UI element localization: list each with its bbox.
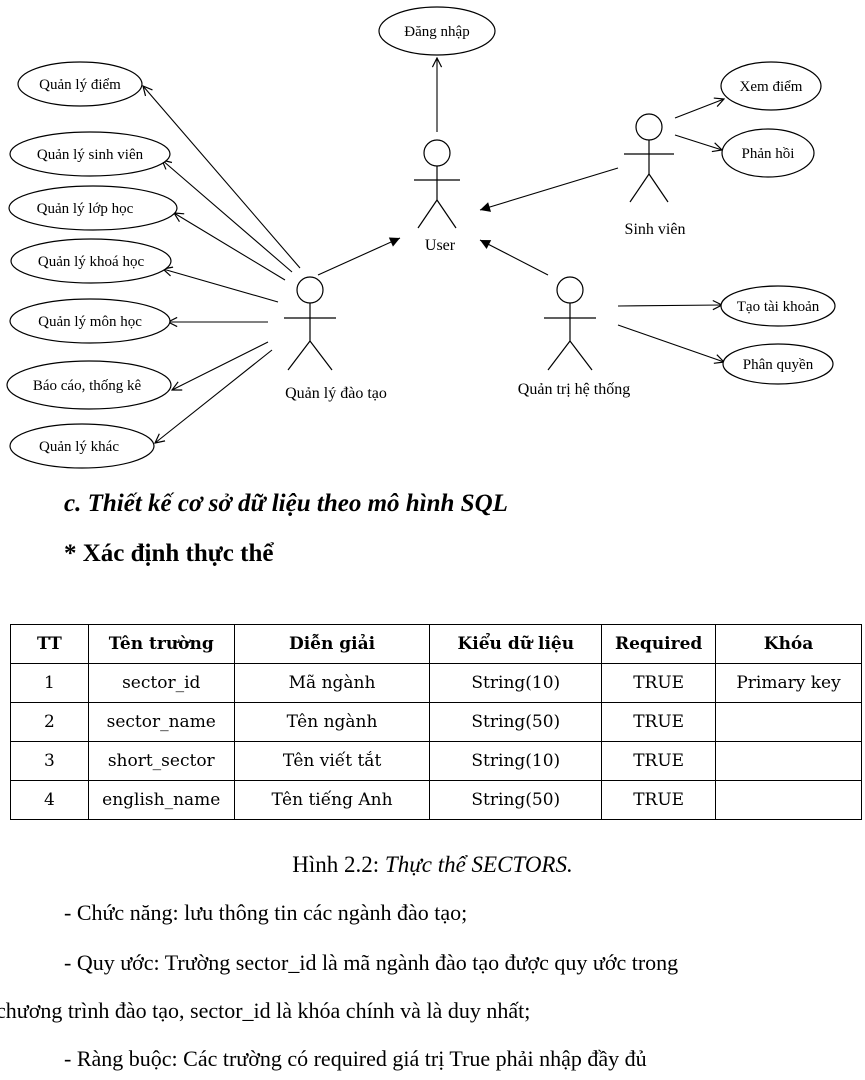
cell-description: Tên viết tắt <box>233 741 431 781</box>
link-manager-report <box>172 341 269 390</box>
usecase-grade-mgmt-label: Quản lý điểm <box>39 77 121 93</box>
table-row: 2 sector_name Tên ngành String(50) TRUE <box>10 702 862 742</box>
link-manager-course <box>163 269 279 303</box>
usecase-permissions-label: Phân quyền <box>743 357 814 373</box>
cell-key <box>715 702 862 742</box>
usecase-student-mgmt-label: Quản lý sinh viên <box>37 147 144 163</box>
section-heading: c. Thiết kế cơ sở dữ liệu theo mô hình S… <box>64 490 508 517</box>
usecase-create-account <box>720 285 836 327</box>
usecase-class-mgmt <box>8 185 178 231</box>
cell-key <box>715 780 862 820</box>
header-required: Required <box>601 624 717 664</box>
usecase-course-mgmt-label: Quản lý khoá học <box>38 254 145 270</box>
table-row: 4 english_name Tên tiếng Anh String(50) … <box>10 780 862 820</box>
usecase-other-mgmt-label: Quản lý khác <box>39 439 119 455</box>
cell-description: Mã ngành <box>233 663 431 703</box>
table-row: 3 short_sector Tên viết tắt String(10) T… <box>10 741 862 781</box>
figure-caption: Hình 2.2: Thực thể SECTORS. <box>0 852 865 878</box>
link-student-view <box>674 99 724 119</box>
paragraph-convention-line1: - Quy ước: Trường sector_id là mã ngành … <box>64 950 679 975</box>
usecase-subject-mgmt <box>9 298 171 344</box>
cell-required: TRUE <box>601 780 717 820</box>
link-manager-other <box>155 349 273 443</box>
actor-user-figure <box>414 139 460 229</box>
header-field-name: Tên trường <box>87 624 235 664</box>
cell-tt: 4 <box>10 780 89 820</box>
cell-tt: 3 <box>10 741 89 781</box>
cell-data-type: String(10) <box>429 663 603 703</box>
cell-description: Tên tiếng Anh <box>233 780 431 820</box>
header-tt: TT <box>10 624 89 664</box>
usecase-view-grades-label: Xem điểm <box>740 79 803 95</box>
cell-data-type: String(10) <box>429 741 603 781</box>
cell-tt: 2 <box>10 702 89 742</box>
cell-description: Tên ngành <box>233 702 431 742</box>
cell-key <box>715 741 862 781</box>
actor-student-figure <box>624 113 674 203</box>
link-manager-student <box>162 160 293 273</box>
link-admin-user <box>479 239 549 276</box>
cell-field-name: sector_name <box>87 702 235 742</box>
cell-key: Primary key <box>715 663 862 703</box>
usecase-course-mgmt <box>10 238 172 284</box>
header-description: Diễn giải <box>233 624 431 664</box>
usecase-login <box>378 6 496 56</box>
usecase-view-grades <box>720 61 822 111</box>
actor-user-label: User <box>425 237 456 254</box>
actor-system-admin-label: Quản trị hệ thống <box>518 381 630 398</box>
cell-required: TRUE <box>601 741 717 781</box>
caption-title: Thực thể SECTORS. <box>384 852 573 877</box>
header-key: Khóa <box>715 624 862 664</box>
entity-heading: * Xác định thực thể <box>64 540 274 567</box>
link-manager-grade <box>143 86 301 269</box>
cell-data-type: String(50) <box>429 780 603 820</box>
link-manager-user <box>317 237 401 276</box>
actor-training-manager-figure <box>284 276 336 371</box>
actor-system-admin-figure <box>544 276 596 371</box>
paragraph-function: - Chức năng: lưu thông tin các ngành đào… <box>64 900 468 925</box>
usecase-other-mgmt <box>9 423 155 469</box>
link-manager-class <box>174 213 286 281</box>
usecase-create-account-label: Tạo tài khoản <box>737 299 820 315</box>
actor-training-manager-label: Quản lý đào tạo <box>285 385 387 402</box>
actor-student-label: Sinh viên <box>625 221 686 238</box>
paragraph-constraint: - Ràng buộc: Các trường có required giá … <box>64 1046 647 1071</box>
cell-data-type: String(50) <box>429 702 603 742</box>
usecase-report-label: Báo cáo, thống kê <box>33 378 142 394</box>
paragraph-convention-line2: chương trình đào tạo, sector_id là khóa … <box>0 998 531 1023</box>
cell-field-name: short_sector <box>87 741 235 781</box>
table-header-row: TT Tên trường Diễn giải Kiểu dữ liệu Req… <box>10 624 862 664</box>
header-data-type: Kiểu dữ liệu <box>429 624 603 664</box>
usecase-grade-mgmt <box>17 61 143 107</box>
usecase-login-label: Đăng nhập <box>404 24 469 40</box>
usecase-report <box>6 360 172 410</box>
link-student-feedback <box>674 134 722 150</box>
usecase-student-mgmt <box>9 131 171 177</box>
usecase-feedback-label: Phản hồi <box>742 146 795 162</box>
link-admin-permission <box>617 324 724 362</box>
use-case-diagram: Đăng nhập Quản lý điểm Quản lý sinh viên… <box>6 6 836 469</box>
usecase-feedback <box>721 128 815 178</box>
caption-prefix: Hình 2.2: <box>292 852 385 877</box>
cell-tt: 1 <box>10 663 89 703</box>
usecase-permissions <box>722 343 834 385</box>
usecase-subject-mgmt-label: Quản lý môn học <box>38 314 142 330</box>
table-row: 1 sector_id Mã ngành String(10) TRUE Pri… <box>10 663 862 703</box>
link-student-user <box>479 167 619 212</box>
usecase-class-mgmt-label: Quản lý lớp học <box>37 201 134 217</box>
cell-field-name: sector_id <box>87 663 235 703</box>
link-admin-account <box>617 305 722 306</box>
cell-required: TRUE <box>601 702 717 742</box>
cell-required: TRUE <box>601 663 717 703</box>
entity-table: TT Tên trường Diễn giải Kiểu dữ liệu Req… <box>10 624 862 820</box>
cell-field-name: english_name <box>87 780 235 820</box>
